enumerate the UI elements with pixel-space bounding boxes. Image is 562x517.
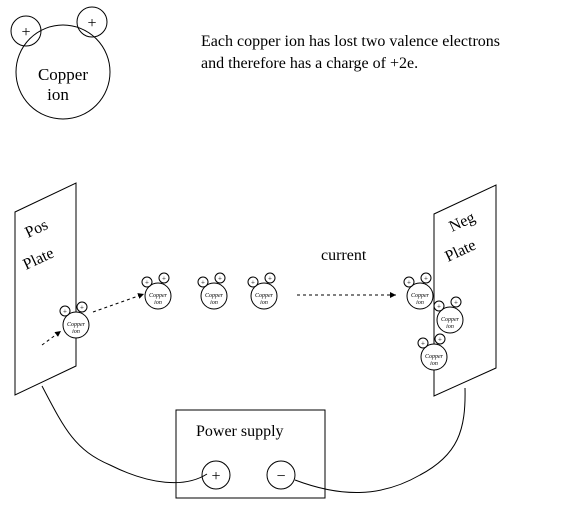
charge-bubble xyxy=(434,333,446,345)
charge-bubble xyxy=(420,272,432,284)
charge-sign: + xyxy=(218,275,222,283)
legend-ion-label-line1: Copper xyxy=(38,65,88,84)
ion-label-line2: ion xyxy=(416,300,424,306)
charge-bubble xyxy=(417,337,429,349)
charge-bubble xyxy=(76,301,88,313)
legend-note-line1: Each copper ion has lost two valence ele… xyxy=(201,33,500,50)
negative-terminal xyxy=(266,460,296,490)
current-label: current xyxy=(321,247,367,264)
charge-sign: + xyxy=(454,299,458,307)
negative-terminal-sign: − xyxy=(276,468,285,485)
charge-sign: + xyxy=(162,275,166,283)
charge-sign: + xyxy=(437,303,441,311)
charge-bubble xyxy=(141,276,153,288)
charge-bubble xyxy=(197,276,209,288)
ion-body xyxy=(436,306,464,334)
charge-sign: + xyxy=(63,308,67,316)
ion-label-line1: Copper xyxy=(425,354,444,360)
wire-positive xyxy=(41,385,208,484)
ion-body xyxy=(200,282,228,310)
ion-label-line2: ion xyxy=(430,361,438,367)
ion-body xyxy=(420,343,448,371)
pos-plate-label-line1: Pos xyxy=(23,216,51,241)
copper-ion-group: ++Copperion++Copperion++Copperion++Coppe… xyxy=(59,272,464,371)
charge-sign: + xyxy=(407,279,411,287)
ion-label-line1: Copper xyxy=(411,293,430,299)
ion-label-line1: Copper xyxy=(67,322,86,328)
legend-charge-sign-left: + xyxy=(21,24,30,41)
power-supply: Power supply + − xyxy=(175,409,326,499)
ion-label-line2: ion xyxy=(72,329,80,335)
power-supply-label: Power supply xyxy=(196,423,284,440)
ion-label-line2: ion xyxy=(446,324,454,330)
neg-plate-label-line1: Neg xyxy=(447,209,478,236)
ion-path-arrow-from-plate xyxy=(41,330,62,346)
positive-terminal xyxy=(201,460,231,490)
positive-terminal-sign: + xyxy=(211,468,220,485)
charge-sign: + xyxy=(424,275,428,283)
charge-sign: + xyxy=(251,279,255,287)
ion-label-line1: Copper xyxy=(149,293,168,299)
ion-label-line2: ion xyxy=(154,300,162,306)
charge-sign: + xyxy=(80,304,84,312)
charge-sign: + xyxy=(201,279,205,287)
charge-bubble xyxy=(59,305,71,317)
charge-sign: + xyxy=(421,340,425,348)
ion-label-line2: ion xyxy=(260,300,268,306)
ion-label-line1: Copper xyxy=(441,317,460,323)
charge-bubble xyxy=(403,276,415,288)
charge-bubble xyxy=(450,296,462,308)
pos-plate-label-line2: Plate xyxy=(21,245,57,274)
charge-bubble xyxy=(214,272,226,284)
ion-body xyxy=(144,282,172,310)
ion-body xyxy=(250,282,278,310)
charge-bubble xyxy=(433,300,445,312)
legend-ion-label-line2: ion xyxy=(47,85,69,104)
ion-label-line1: Copper xyxy=(205,293,224,299)
charge-bubble xyxy=(158,272,170,284)
charge-sign: + xyxy=(438,336,442,344)
neg-plate-label-line2: Plate xyxy=(443,237,479,266)
charge-sign: + xyxy=(268,275,272,283)
ion-label-line2: ion xyxy=(210,300,218,306)
legend-copper-ion: + + Copper ion xyxy=(10,6,111,120)
wire-negative xyxy=(294,387,466,493)
legend-note-line2: and therefore has a charge of +2e. xyxy=(201,55,418,72)
charge-bubble xyxy=(264,272,276,284)
positive-plate: Pos Plate xyxy=(14,182,77,396)
charge-bubble xyxy=(247,276,259,288)
ion-body xyxy=(406,282,434,310)
ion-label-line1: Copper xyxy=(255,293,274,299)
ion-path-arrow-to-first-ion xyxy=(92,293,145,313)
legend-charge-sign-right: + xyxy=(87,15,96,32)
charge-sign: + xyxy=(145,279,149,287)
ion-body xyxy=(62,311,90,339)
